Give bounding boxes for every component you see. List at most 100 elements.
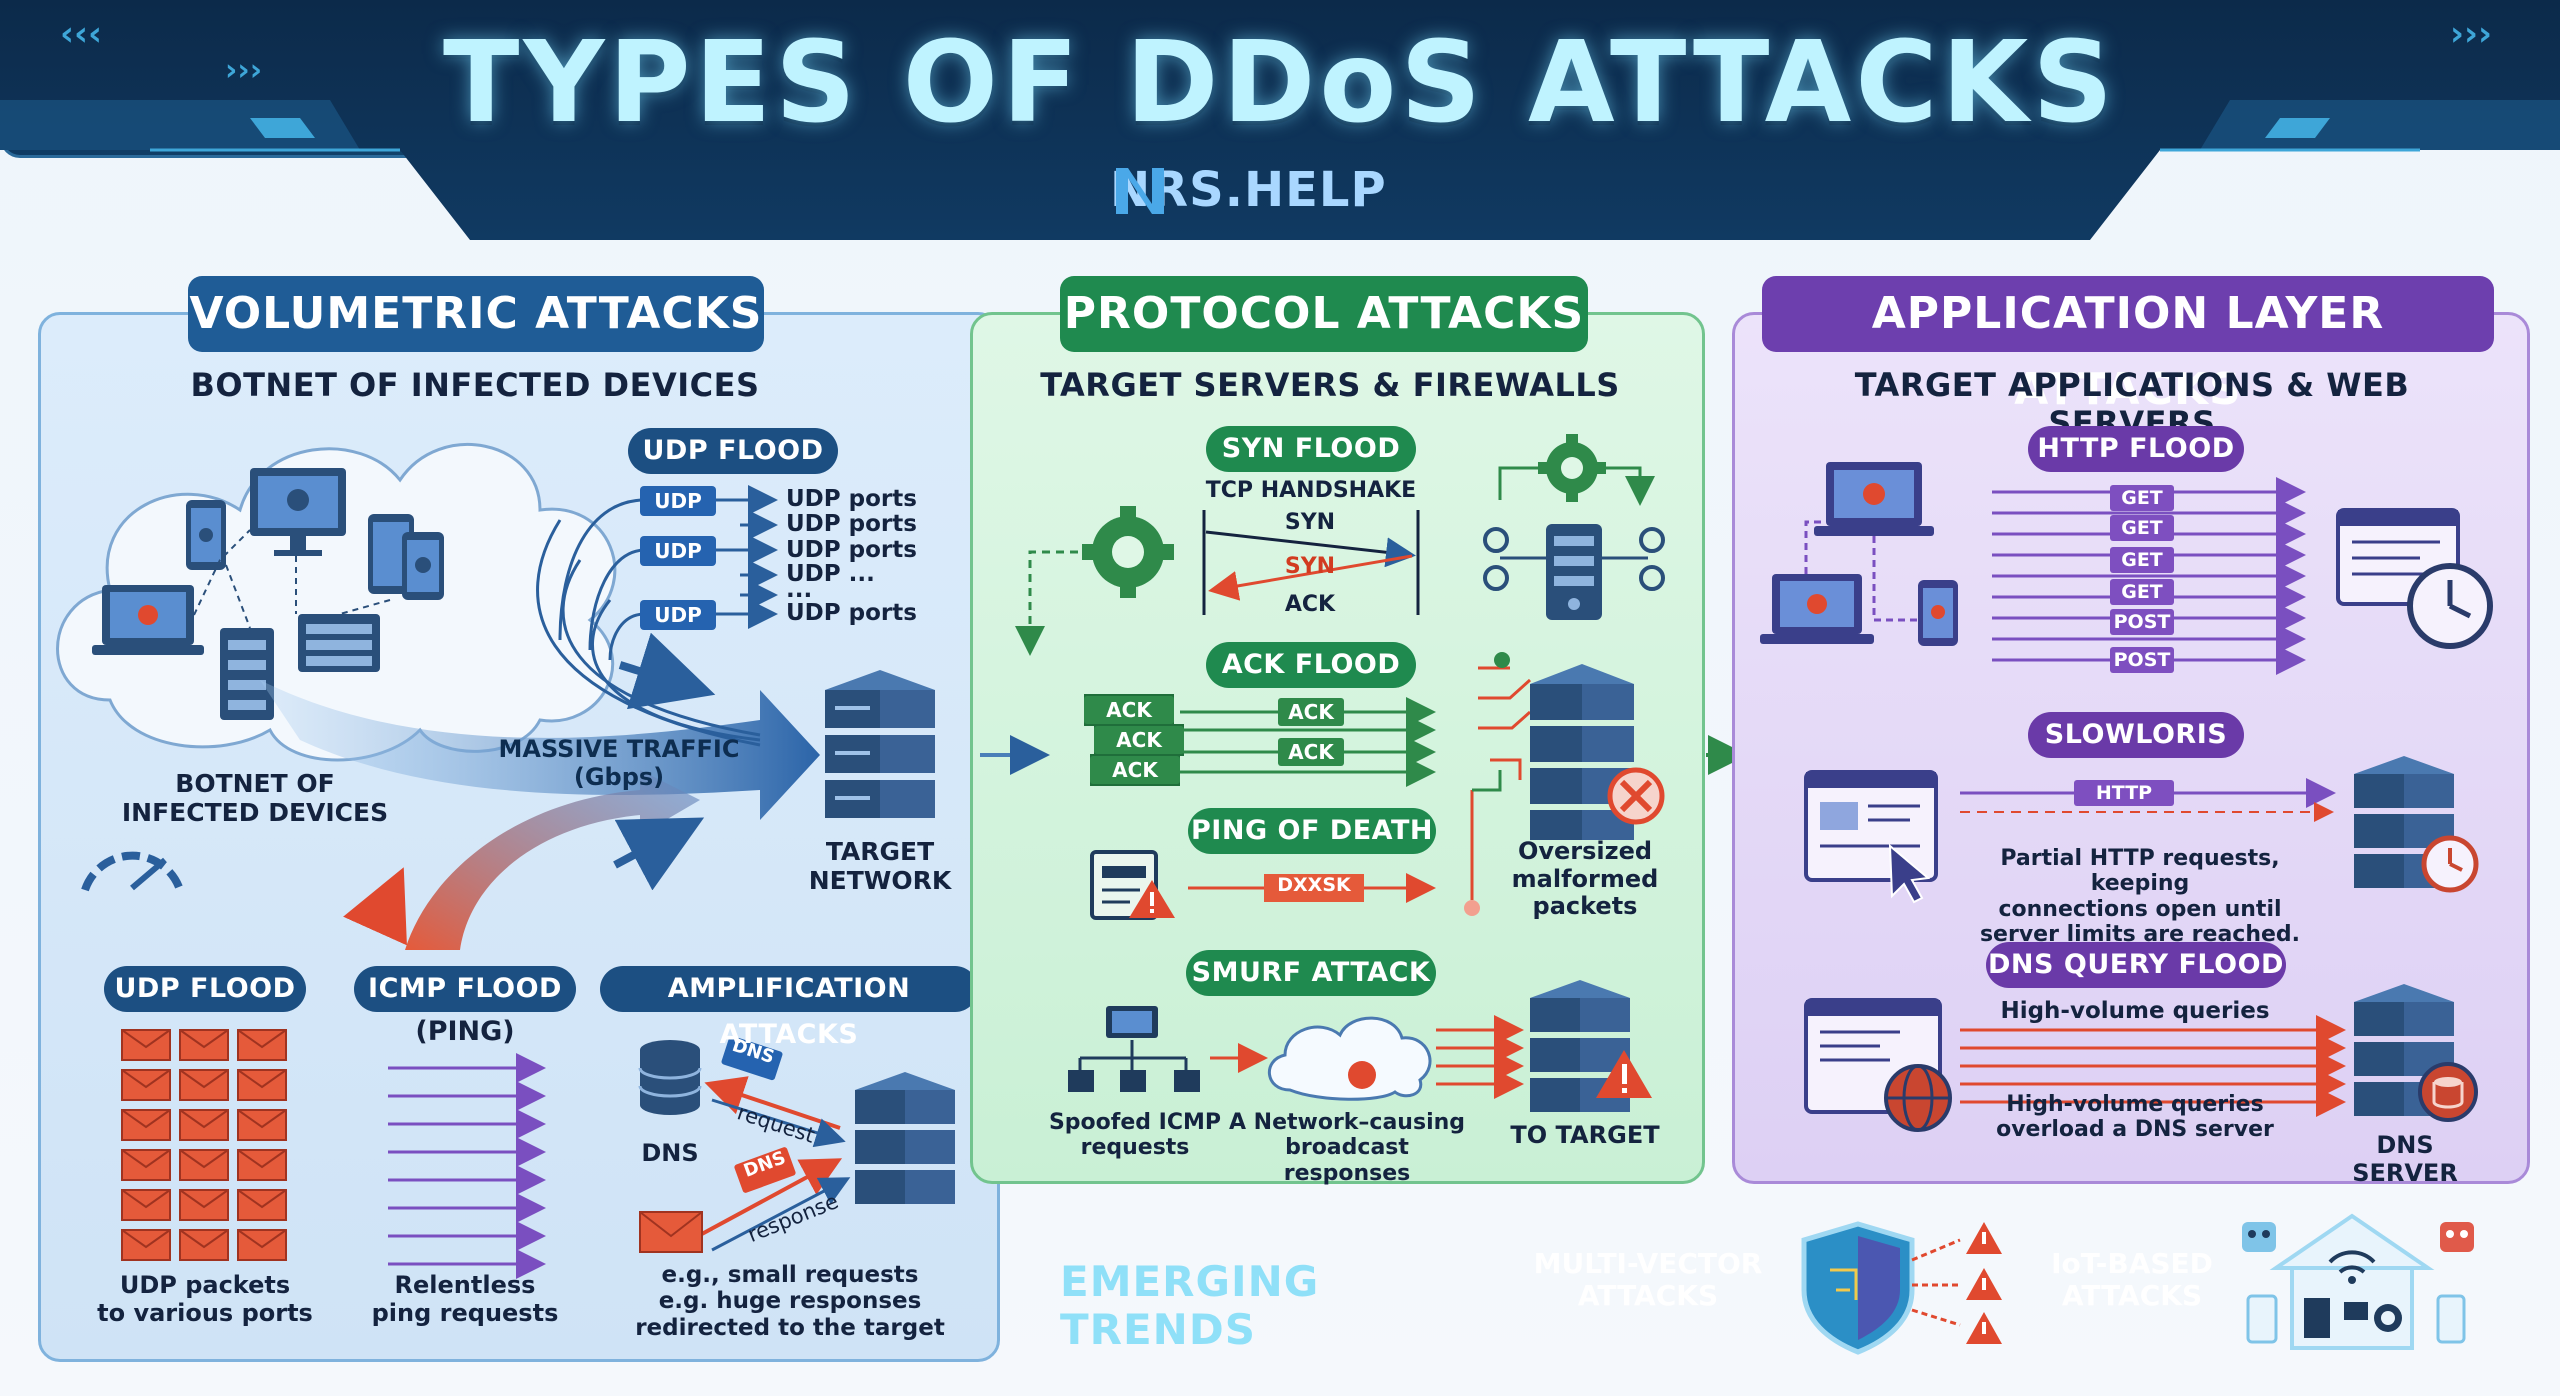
massive-traffic-label: MASSIVE TRAFFIC (Gbps) <box>498 735 740 791</box>
envelope-icon <box>237 1069 287 1101</box>
envelope-icon <box>121 1109 171 1141</box>
header-background: ‹‹‹ ››› ››› <box>0 0 2560 240</box>
icmp-caption: Relentless ping requests <box>371 1271 559 1327</box>
http-method-chip: GET <box>2110 485 2174 511</box>
http-method-chip: GET <box>2110 579 2174 605</box>
protocol-subhead: TARGET SERVERS & FIREWALLS <box>1040 366 1620 404</box>
http-method-chip: POST <box>2110 647 2174 673</box>
botnet-label: BOTNET OF INFECTED DEVICES <box>121 769 389 827</box>
browser-globe-icon <box>1804 998 1952 1132</box>
http-method-chip: GET <box>2110 515 2174 541</box>
envelope-icon <box>237 1029 287 1061</box>
icmp-flood-pill: ICMP FLOOD <box>354 966 576 1012</box>
iot-robot-icon <box>2242 1222 2474 1344</box>
udp-packets-envelopes-icon <box>121 1029 287 1261</box>
brand-icon <box>1116 168 1164 214</box>
target-network-label: TARGET NETWORK <box>808 837 952 895</box>
to-target-label: TO TARGET <box>1510 1121 1660 1149</box>
envelope-icon <box>121 1189 171 1221</box>
smart-home-icon <box>2269 1213 2435 1350</box>
laptop-icon <box>92 585 204 655</box>
syn-label: SYN <box>1284 510 1336 535</box>
oversized-server-stack <box>1530 664 1634 840</box>
emerging-trends-title: EMERGING TRENDS <box>1060 1257 1320 1355</box>
svg-text:›››: ››› <box>2450 14 2492 54</box>
target-server-warning-icon <box>1530 980 1652 1112</box>
http-method-chip: POST <box>2110 609 2174 635</box>
syn-flood-pill: SYN FLOOD <box>1206 426 1416 472</box>
envelope-icon <box>237 1109 287 1141</box>
svg-text:›››: ››› <box>225 53 262 88</box>
header-banner: ‹‹‹ ››› ››› TYPES OF DDoS ATTACKS NRS.HE… <box>0 0 2560 240</box>
dns-database-icon <box>638 1040 702 1115</box>
oversized-packets-caption: Oversized malformed packets <box>1511 837 1659 921</box>
envelope-icon <box>237 1189 287 1221</box>
udp-port-label: ... <box>786 577 813 603</box>
page-title: TYPES OF DDoS ATTACKS <box>443 18 2117 148</box>
target-network-server-icon <box>825 670 935 818</box>
slowloris-pill: SLOWLORIS <box>2028 712 2244 758</box>
error-x-icon <box>1607 767 1665 825</box>
desktop-monitor-icon <box>250 468 346 556</box>
iot-attacks-label: IoT-BASED ATTACKS <box>2051 1247 2213 1313</box>
envelope-icon <box>237 1149 287 1181</box>
http-method-chip: GET <box>2110 547 2174 573</box>
application-tab: APPLICATION LAYER ATTACKS <box>1762 276 2494 415</box>
infected-phone-icon <box>1918 580 1958 646</box>
dns-flood-caption: High-volume queries overload a DNS serve… <box>1996 1092 2274 1143</box>
small-flow-arrow <box>618 632 716 710</box>
spoofed-icmp-caption: Spoofed ICMP requests <box>1048 1110 1222 1161</box>
smurf-arrows <box>1436 1015 1524 1099</box>
envelope-icon <box>237 1229 287 1261</box>
ack-chip: ACK <box>1094 726 1184 754</box>
ack-chip: ACK <box>1090 756 1180 784</box>
network-computers-icon <box>1068 1006 1200 1092</box>
envelope-icon <box>179 1149 229 1181</box>
brand-logo: NRS.HELP <box>1110 160 1387 220</box>
ping-of-death-pill: PING OF DEATH <box>1188 808 1436 854</box>
high-volume-queries-label: High-volume queries <box>2000 998 2270 1024</box>
infected-laptop-icon <box>1760 574 1874 644</box>
udp-chip: UDP <box>640 600 716 630</box>
udp-port-label: UDP ... <box>786 561 875 587</box>
shield-icon <box>1801 1221 1915 1355</box>
dns-server-icon <box>2354 984 2478 1122</box>
udp-port-label: UDP ports <box>786 511 917 537</box>
smurf-attack-pill: SMURF ATTACK <box>1186 950 1436 996</box>
udp-port-label: UDP ports <box>786 486 917 512</box>
dns-query-arrows <box>1960 1015 2346 1117</box>
infected-laptop-icon <box>1814 462 1934 536</box>
udp-flood-pill: UDP FLOOD <box>628 428 838 474</box>
protocol-tab: PROTOCOL ATTACKS <box>1060 276 1588 352</box>
http-chip: HTTP <box>2074 780 2174 806</box>
udp-port-label: UDP ports <box>786 537 917 563</box>
multi-vector-label: MULTI-VECTOR ATTACKS <box>1533 1247 1763 1313</box>
speedometer-icon <box>81 851 184 892</box>
amplification-caption: e.g., small requests e.g. huge responses… <box>635 1262 945 1341</box>
envelope-icon <box>179 1189 229 1221</box>
envelope-icon <box>179 1229 229 1261</box>
http-flood-pill: HTTP FLOOD <box>2028 426 2244 472</box>
envelope-icon <box>179 1069 229 1101</box>
syn-label: SYN <box>1284 554 1336 579</box>
volumetric-subhead: BOTNET OF INFECTED DEVICES <box>190 366 760 404</box>
udp-port-label: UDP ports <box>786 600 917 626</box>
massive-traffic-arrow <box>260 680 820 820</box>
ack-chip: ACK <box>1278 698 1344 726</box>
icmp-flow-arrow <box>405 770 700 950</box>
browser-cursor-icon <box>1804 770 1938 904</box>
server-icon <box>220 628 274 720</box>
udp-chip: UDP <box>640 536 716 566</box>
tablet-icon <box>368 514 444 600</box>
ack-chip: ACK <box>1084 696 1174 724</box>
tcp-handshake-label: TCP HANDSHAKE <box>1205 478 1417 503</box>
envelope-icon <box>639 1211 703 1253</box>
document-warning-icon <box>1090 850 1175 920</box>
slowloris-server-clock-icon <box>2354 756 2479 893</box>
ack-label: ACK <box>1284 592 1336 617</box>
ack-chip: ACK <box>1278 738 1344 766</box>
envelope-icon <box>121 1229 171 1261</box>
udp-packets-caption: UDP packets to various ports <box>97 1271 313 1327</box>
rack-server-icon <box>298 614 380 672</box>
